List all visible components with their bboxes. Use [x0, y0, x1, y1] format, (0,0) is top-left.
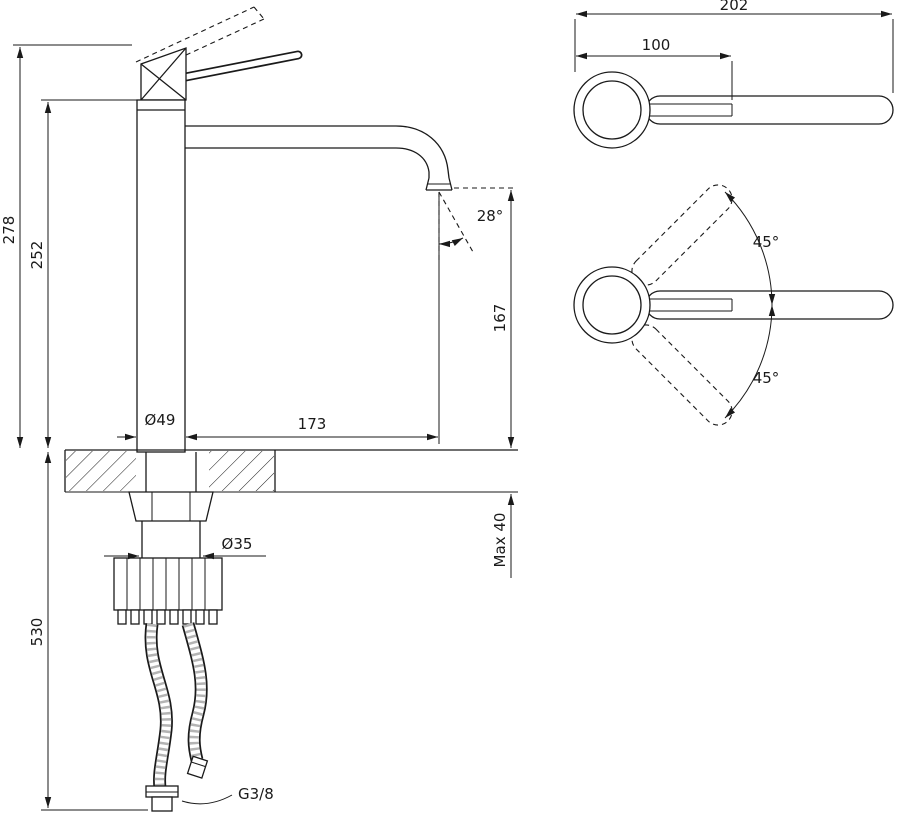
handle-swing-down-dashed	[631, 324, 733, 426]
handle-swing-up-dashed	[631, 184, 733, 286]
lever-alt-position-dashed	[135, 6, 255, 63]
swing-up-label: 45°	[753, 233, 780, 251]
handle-length-dimension: 100	[576, 36, 733, 100]
top-view-upper: 202 100	[573, 0, 894, 149]
overall-length-dimension: 202	[574, 0, 894, 93]
handle-length-label: 100	[642, 36, 671, 54]
swing-down-label: 45°	[753, 369, 780, 387]
deck-thickness-dimension: Max 40	[491, 494, 515, 578]
spout-reach-label: 173	[298, 415, 327, 433]
countertop	[64, 449, 518, 493]
body-top-view-inner	[582, 80, 642, 140]
mounting-hardware	[113, 491, 223, 625]
overall-length-label: 202	[720, 0, 749, 14]
base-diameter-label: Ø49	[145, 411, 176, 429]
base-and-reach-dimensions: Ø49 173	[117, 196, 440, 444]
deck-thickness-label: Max 40	[491, 513, 509, 568]
top-view-lower: 45° 45°	[573, 184, 894, 426]
spout	[185, 125, 453, 191]
ribbed-mounting-nut	[113, 557, 223, 611]
hose-thread-callout: G3/8	[181, 785, 274, 805]
handle-lever	[135, 6, 303, 101]
supply-hoses	[144, 622, 209, 812]
handle-top-view	[645, 95, 894, 125]
body-top-view-lower-inner	[582, 275, 642, 335]
body-top-view-outer	[573, 71, 651, 149]
counter-hatch-left	[66, 451, 136, 491]
faucet-body	[136, 99, 186, 453]
spout-angle-dimension: 28°	[438, 191, 504, 260]
outlet-height-label: 167	[491, 304, 509, 333]
body-top-view-lower-outer	[573, 266, 651, 344]
total-height-dimension: 278	[0, 44, 132, 448]
side-view: 28°	[0, 6, 518, 812]
counter-hatch-right	[209, 451, 274, 491]
body-height-label: 252	[28, 241, 46, 270]
shank-diameter-label: Ø35	[222, 535, 253, 553]
hose-fitting-small	[186, 755, 209, 779]
swing-up-dimension: 45°	[724, 191, 780, 306]
hose-thread-label: G3/8	[238, 785, 274, 803]
below-counter-dimension: 530	[28, 452, 148, 811]
total-height-label: 278	[0, 216, 18, 245]
handle-top-view-lower	[645, 290, 894, 320]
shank-diameter-dimension: Ø35	[104, 535, 266, 560]
flange-nut	[128, 491, 214, 522]
swing-down-dimension: 45°	[724, 304, 780, 419]
outlet-height-dimension: 167	[454, 187, 517, 448]
spout-angle-label: 28°	[477, 207, 504, 225]
below-counter-label: 530	[28, 618, 46, 647]
body-height-dimension: 252	[28, 99, 137, 448]
